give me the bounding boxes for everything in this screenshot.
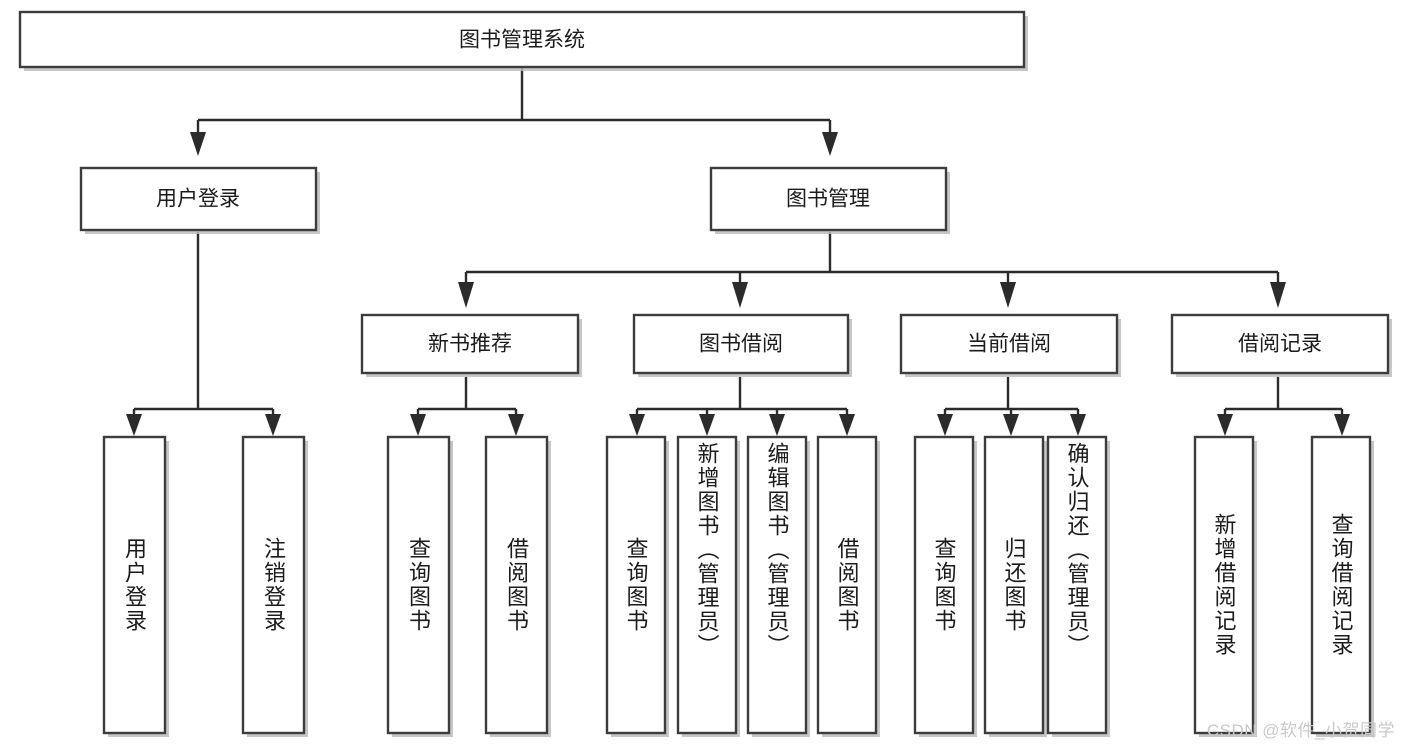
current-borrow-label: 当前借阅 (967, 333, 1051, 356)
book-manage-label: 图书管理 (786, 188, 870, 211)
book-manage-box[interactable] (709, 166, 948, 232)
arrow-leaf-br-add-record (1217, 414, 1233, 436)
leaf-box-cb-return-book[interactable] (983, 435, 1045, 735)
arrow-leaf-bb-query-book (629, 414, 645, 436)
leaf-box-bb-borrow-book[interactable] (816, 435, 878, 735)
leaf-box-nb-borrow-book[interactable] (484, 435, 549, 735)
leaf-boxes-new-book-recommend (386, 435, 551, 737)
new-book-label: 新书推荐 (428, 333, 512, 356)
leaf-boxes-user-login (102, 435, 308, 737)
arrow-current-borrow (1000, 282, 1016, 308)
arrow-leaf-nb-query-book (410, 414, 426, 436)
connectors-new-book-to-leaves (410, 377, 524, 436)
connectors-borrow-record-to-leaves (1217, 377, 1350, 436)
leaf-box-bb-query-book[interactable] (605, 435, 667, 735)
leaf-boxes-borrow-record (1193, 435, 1374, 737)
node-borrow-record[interactable]: 借阅记录 (1170, 313, 1392, 377)
node-root[interactable]: 图书管理系统 (18, 10, 1028, 71)
arrow-book-manage (822, 132, 838, 156)
current-borrow-box[interactable] (899, 313, 1119, 375)
connectors-book-borrow-to-leaves (629, 377, 855, 436)
user-login-label: 用户登录 (156, 188, 240, 211)
arrow-borrow-record (1270, 282, 1286, 308)
node-current-borrow[interactable]: 当前借阅 (899, 313, 1121, 377)
arrow-new-book (458, 282, 474, 308)
connectors-root-to-level2 (190, 67, 838, 156)
leaf-box-nb-query-book[interactable] (386, 435, 451, 735)
leaf-boxes-current-borrow (913, 435, 1110, 737)
connectors-book-manage-to-level3 (458, 232, 1286, 308)
root-box[interactable] (18, 10, 1026, 69)
arrow-user-login (190, 132, 206, 156)
arrow-leaf-cb-return-book (1003, 414, 1019, 436)
arrow-leaf-nb-borrow-book (508, 414, 524, 436)
leaf-box-user-login[interactable] (102, 435, 167, 735)
arrow-leaf-bb-borrow-book (839, 414, 855, 436)
new-book-box[interactable] (360, 313, 580, 375)
root-label: 图书管理系统 (459, 29, 585, 52)
arrow-leaf-cb-query-book (937, 414, 953, 436)
leaf-box-cb-confirm-return[interactable] (1046, 435, 1108, 735)
leaf-box-br-query-record[interactable] (1310, 435, 1372, 735)
book-borrow-box[interactable] (632, 313, 850, 375)
arrow-leaf-br-query-record (1334, 414, 1350, 436)
node-user-login[interactable]: 用户登录 (79, 166, 320, 234)
arrow-book-borrow (732, 282, 748, 308)
arrow-leaf-user-login (126, 414, 142, 436)
arrow-leaf-bb-add-book (699, 414, 715, 436)
arrow-leaf-logout-login (265, 414, 281, 436)
connectors-user-login-to-leaves (126, 232, 281, 436)
leaf-box-bb-add-book[interactable] (676, 435, 738, 735)
leaf-box-cb-query-book[interactable] (913, 435, 975, 735)
borrow-record-label: 借阅记录 (1238, 333, 1322, 356)
borrow-record-box[interactable] (1170, 313, 1390, 375)
csdn-watermark: CSDN @软件_小贺同学 (1206, 721, 1395, 740)
book-borrow-label: 图书借阅 (699, 333, 783, 356)
leaf-boxes-book-borrow (605, 435, 880, 737)
leaf-box-logout-login[interactable] (241, 435, 306, 735)
user-login-box[interactable] (79, 166, 318, 232)
node-new-book-recommend[interactable]: 新书推荐 (360, 313, 582, 377)
leaf-box-br-add-record[interactable] (1193, 435, 1255, 735)
node-book-manage[interactable]: 图书管理 (709, 166, 950, 234)
connectors-current-borrow-to-leaves (937, 377, 1086, 436)
leaf-box-bb-edit-book[interactable] (746, 435, 808, 735)
node-book-borrow[interactable]: 图书借阅 (632, 313, 852, 377)
arrow-leaf-cb-confirm-return (1070, 414, 1086, 436)
arrow-leaf-bb-edit-book (769, 414, 785, 436)
